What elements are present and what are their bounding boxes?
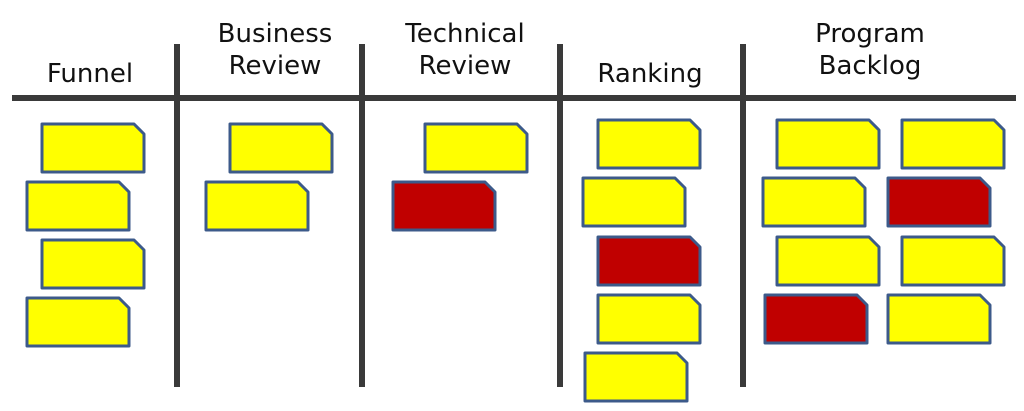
idea-card: [25, 180, 131, 232]
idea-card: [228, 122, 334, 174]
blocked-card: [596, 235, 702, 287]
blocked-card: [886, 176, 992, 228]
idea-card: [581, 176, 687, 228]
idea-card: [423, 122, 529, 174]
column-divider-3: [557, 44, 563, 387]
idea-card: [900, 235, 1006, 287]
header-divider-line: [12, 95, 1016, 101]
column-title-ranking: Ranking: [597, 59, 703, 89]
column-divider-1: [174, 44, 180, 387]
idea-card: [886, 293, 992, 345]
idea-card: [596, 293, 702, 345]
column-title-funnel: Funnel: [46, 59, 134, 89]
blocked-card: [391, 180, 497, 232]
column-divider-4: [740, 44, 746, 387]
idea-card: [761, 176, 867, 228]
column-title-technical-review: Technical Review: [405, 19, 525, 81]
blocked-card: [763, 293, 869, 345]
idea-card: [204, 180, 310, 232]
idea-card: [775, 118, 881, 170]
idea-card: [40, 122, 146, 174]
idea-card: [775, 235, 881, 287]
idea-card: [583, 351, 689, 403]
idea-card: [596, 118, 702, 170]
idea-card: [40, 238, 146, 290]
column-title-program-backlog: Program Backlog: [815, 19, 925, 81]
idea-card: [25, 296, 131, 348]
column-title-business-review: Business Review: [217, 19, 333, 81]
column-divider-2: [359, 44, 365, 387]
idea-card: [900, 118, 1006, 170]
